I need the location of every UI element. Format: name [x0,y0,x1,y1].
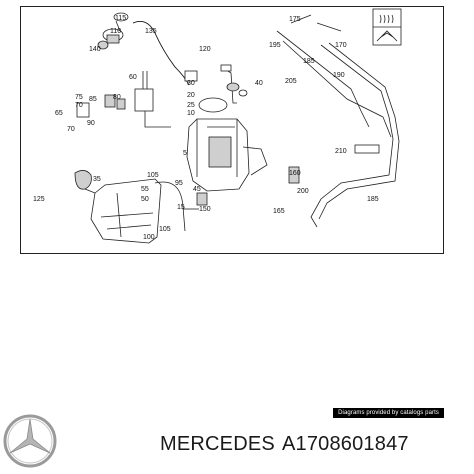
callout-label: 110 [110,28,121,35]
callout-label: 105 [147,172,159,179]
callout-label: 45 [193,186,201,193]
lower-reservoir [74,170,186,244]
callout-label: 30 [187,80,195,87]
callout-label: 35 [93,176,101,183]
filler-hose [132,20,198,86]
brand-name: MERCEDES [160,433,275,455]
callout-label: 50 [141,196,149,203]
callout-label: 160 [289,170,301,177]
callout-label: 60 [129,74,137,81]
callout-label: 5 [183,150,187,157]
callout-label: 190 [333,72,345,79]
callout-label: 15 [177,204,185,211]
callout-label: 125 [33,196,45,203]
callout-label: 70 [67,126,75,133]
callout-label: 165 [273,208,285,215]
washer-system-diagram: 115 110 135 140 120 175 195 170 185 205 … [33,8,402,244]
callout-label: 140 [89,46,101,53]
callout-label: 90 [87,120,95,127]
callout-label: 195 [269,42,281,49]
mercedes-star-logo [3,414,57,468]
callout-label: 115 [115,15,126,22]
callout-label: 85 [89,96,97,103]
callout-label: 200 [297,188,309,195]
part-number-line: MERCEDES A1708601847 [160,433,409,456]
right-hose-lines [276,14,400,228]
callout-label: 100 [143,234,155,241]
callout-label: 185 [367,196,379,203]
callout-label: 55 [141,186,149,193]
diagram-credit: Diagrams provided by catalogs parts [333,408,444,418]
callout-label: 75 [75,94,83,101]
callout-label: 20 [187,92,195,99]
callout-label: 80 [113,94,121,101]
seal-ring [198,97,228,113]
callout-label: 205 [285,78,297,85]
callout-label: 185 [303,58,315,65]
callout-label: 95 [175,180,183,187]
callout-label: 210 [335,148,347,155]
callout-label: 135 [145,28,157,35]
callout-label: 25 [187,102,195,109]
callout-label: 175 [289,16,301,23]
callout-label: 10 [187,110,195,117]
callout-label: 105 [159,226,171,233]
washer-nozzle-symbol-icon [372,8,402,46]
small-pump [183,192,208,210]
washer-tank [186,118,268,192]
parts-diagram-frame: 115 110 135 140 120 175 195 170 185 205 … [20,6,444,254]
cap-grommet [226,82,240,92]
callout-label: 120 [199,46,211,53]
callout-label: 40 [255,80,263,87]
callout-label: 170 [335,42,347,49]
pump-assembly [76,71,171,128]
cap-assembly [97,12,129,50]
callout-label: 150 [199,206,211,213]
callout-label: 70 [75,102,83,109]
callout-label: 65 [55,110,63,117]
part-number: A1708601847 [281,433,409,455]
plug [238,89,248,97]
